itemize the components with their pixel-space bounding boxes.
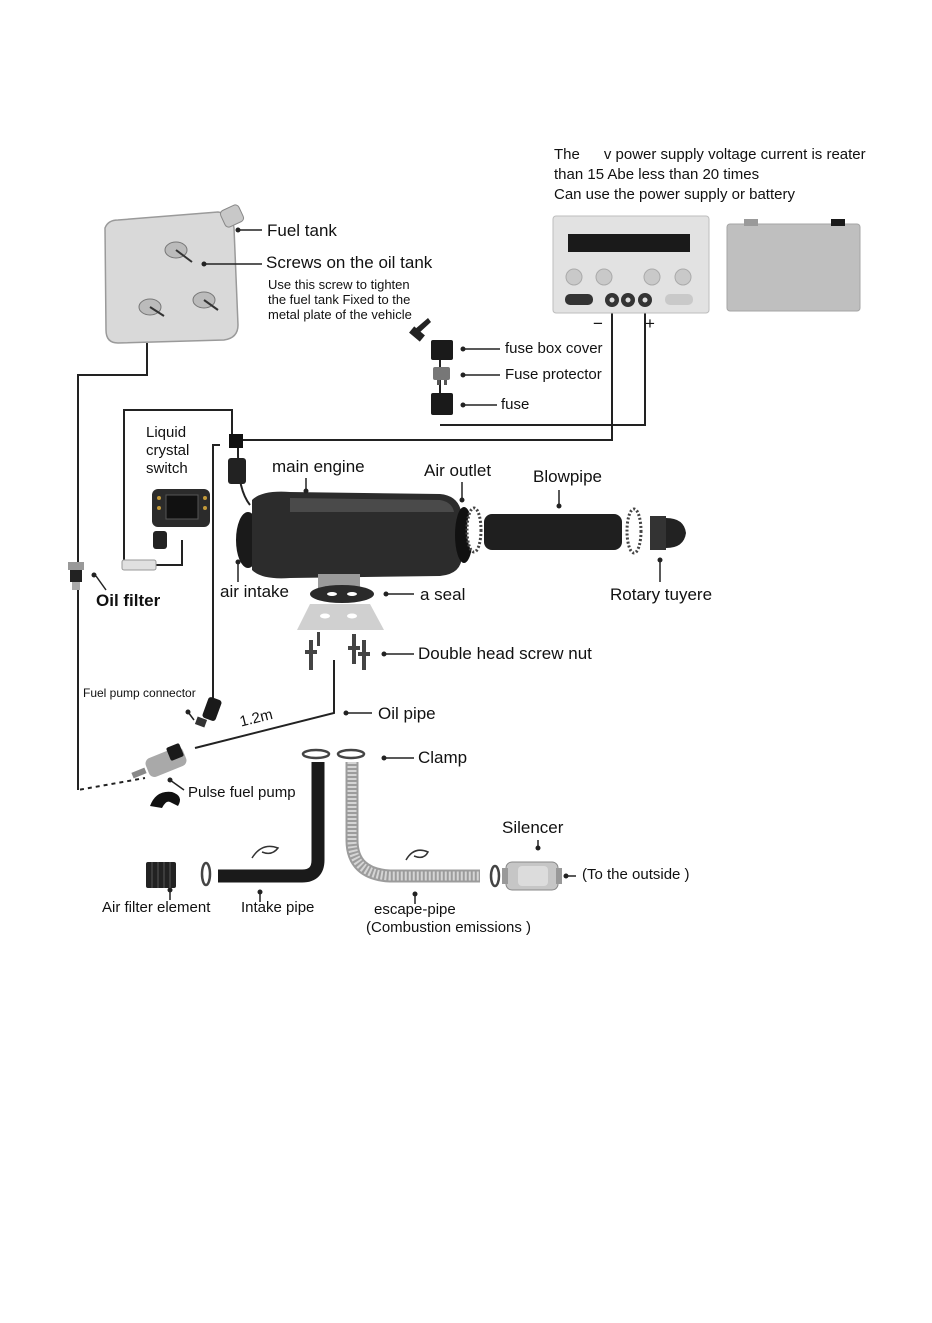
power-note-line2: than 15 Abe less than 20 times xyxy=(554,166,760,183)
double-head-screws xyxy=(305,632,370,670)
harness-plug xyxy=(228,458,246,484)
clip-icon xyxy=(405,849,430,861)
label-pulse-pump: Pulse fuel pump xyxy=(188,784,296,801)
fuse-part xyxy=(431,393,453,415)
label-fuse: fuse xyxy=(501,396,530,413)
fuse-box-cover-part xyxy=(431,340,453,360)
main-engine xyxy=(236,491,473,594)
oil-filter xyxy=(68,562,84,590)
label-screws: Screws on the oil tank xyxy=(266,253,433,272)
label-air-intake: air intake xyxy=(220,582,289,601)
fuel-tank xyxy=(104,204,245,344)
mount-plate xyxy=(297,604,384,630)
screw-note-3: metal plate of the vehicle xyxy=(268,307,412,322)
label-clamp: Clamp xyxy=(418,748,468,767)
blowpipe xyxy=(484,514,622,550)
pump-bracket xyxy=(150,791,180,808)
label-oil-filter: Oil filter xyxy=(96,591,161,610)
label-lcd-2: crystal xyxy=(146,442,190,459)
label-fuel-tank: Fuel tank xyxy=(267,221,337,240)
label-to-outside: (To the outside ) xyxy=(582,866,690,883)
blowpipe-clamp xyxy=(625,507,643,555)
escape-pipe xyxy=(345,762,480,883)
rotary-tuyere xyxy=(650,516,686,550)
label-fuel-pump-connector: Fuel pump connector xyxy=(83,686,196,700)
silencer xyxy=(502,861,562,891)
label-escape-pipe: escape-pipe xyxy=(374,901,456,918)
polarity-plus: + xyxy=(645,314,655,333)
label-main-engine: main engine xyxy=(272,457,365,476)
label-double-head: Double head screw nut xyxy=(418,644,592,663)
fuel-pump-connector xyxy=(194,697,222,728)
label-rotary-tuyere: Rotary tuyere xyxy=(610,585,713,604)
air-outlet-clamp xyxy=(465,506,483,554)
label-lcd-3: switch xyxy=(146,460,188,477)
label-oil-pipe: Oil pipe xyxy=(378,704,436,723)
intake-pipe xyxy=(218,762,325,883)
seal xyxy=(310,585,374,603)
power-note-line1-a: The xyxy=(554,146,580,163)
oil-line-dashed xyxy=(77,600,146,792)
screw-note-2: the fuel tank Fixed to the xyxy=(268,292,411,307)
label-combustion: (Combustion emissions ) xyxy=(366,919,532,936)
pump-connector-wire xyxy=(212,444,220,700)
power-note-line3: Can use the power supply or battery xyxy=(554,186,795,203)
fuse-wire-minus xyxy=(238,305,613,441)
switch-wire xyxy=(123,409,233,565)
power-note-line1-b: v power supply voltage current is reater xyxy=(603,146,866,163)
pulse-fuel-pump xyxy=(131,743,187,808)
fuse-protector-part xyxy=(433,367,450,380)
switch-wire-2 xyxy=(150,540,183,566)
power-supply xyxy=(552,215,710,314)
label-lcd-1: Liquid xyxy=(146,424,187,441)
engine-connector xyxy=(229,434,243,448)
clamps xyxy=(301,748,366,760)
label-fuse-protector: Fuse protector xyxy=(505,366,602,383)
label-air-filter: Air filter element xyxy=(102,899,211,916)
fuse-wire-plus xyxy=(440,305,646,426)
label-blowpipe: Blowpipe xyxy=(533,467,602,486)
clip-icon xyxy=(251,845,280,859)
label-intake-pipe: Intake pipe xyxy=(241,899,315,916)
fuse-assembly xyxy=(409,318,453,415)
polarity-minus: − xyxy=(593,314,603,333)
battery xyxy=(726,219,861,312)
lcd-switch xyxy=(121,489,210,571)
silencer-clamp xyxy=(489,864,501,888)
power-note-line1: The v power supply voltage current is rea… xyxy=(554,146,866,163)
label-air-outlet: Air outlet xyxy=(424,461,492,480)
label-silencer: Silencer xyxy=(502,818,564,837)
screw-note-1: Use this screw to tighten xyxy=(268,277,410,292)
air-filter xyxy=(146,861,212,888)
label-fuse-box-cover: fuse box cover xyxy=(505,340,603,357)
label-seal: a seal xyxy=(420,585,466,604)
oil-pipe-line xyxy=(194,660,335,749)
